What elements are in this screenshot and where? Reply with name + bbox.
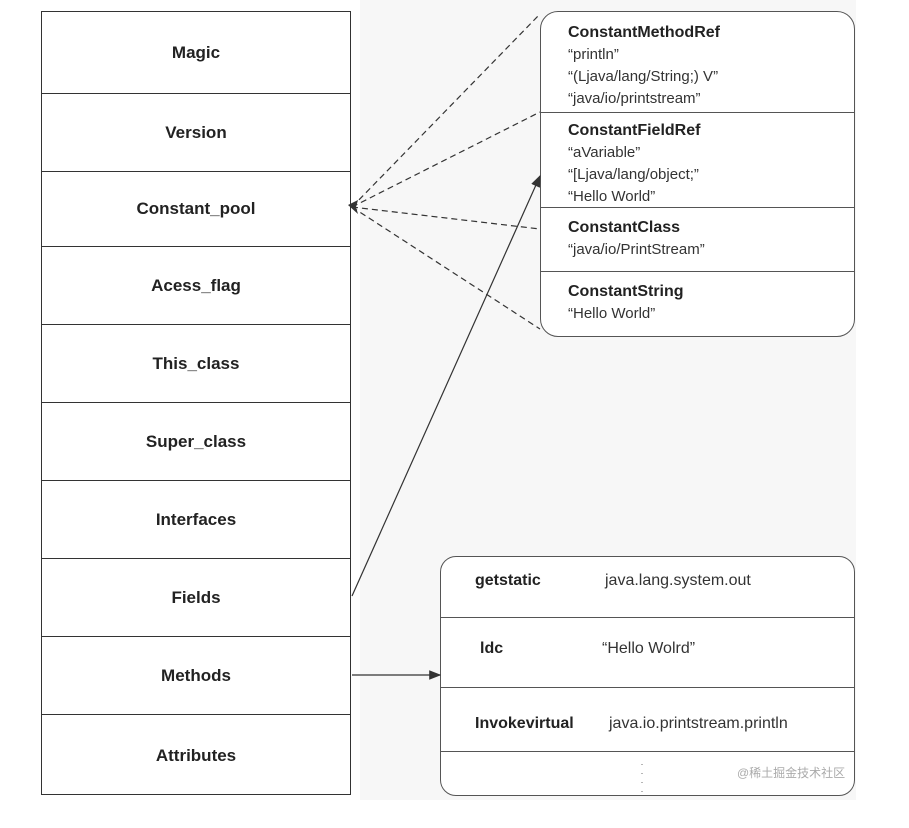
cp-entry-title: ConstantFieldRef — [568, 122, 701, 139]
bytecode-row-invokevirtual: Invokevirtual java.io.printstream.printl… — [441, 688, 854, 752]
cp-entry-value: “println” — [568, 46, 619, 63]
bytecode-op: ldc — [480, 640, 504, 657]
cp-entry-value: “aVariable” — [568, 144, 641, 161]
bytecode-op: getstatic — [475, 572, 541, 589]
bytecode-arg: “Hello Wolrd” — [602, 640, 696, 657]
cp-entry-value: “Hello World” — [568, 305, 656, 322]
ellipsis-marker: . . . . — [640, 757, 644, 794]
struct-row-super-class: Super_class — [42, 403, 350, 481]
cp-entry-title: ConstantClass — [568, 219, 681, 236]
struct-row-magic: Magic — [42, 12, 350, 94]
class-file-structure: Magic Version Constant_pool Acess_flag T… — [41, 11, 351, 795]
struct-row-methods: Methods — [42, 637, 350, 715]
cp-entry-title: ConstantString — [568, 283, 684, 300]
struct-row-version: Version — [42, 94, 350, 172]
bytecode-row-more: . . . . — [441, 752, 854, 795]
cp-entry-value: “java/io/PrintStream” — [568, 241, 705, 258]
cp-entry-value: “java/io/printstream” — [568, 90, 701, 107]
method-bytecode-box: getstatic java.lang.system.out ldc “Hell… — [440, 556, 855, 796]
constant-pool-box: ConstantMethodRef “println” “(Ljava/lang… — [540, 11, 855, 337]
bytecode-arg: java.io.printstream.println — [609, 715, 788, 732]
bytecode-arg: java.lang.system.out — [605, 572, 751, 589]
cp-entry-value: “[Ljava/lang/object;” — [568, 166, 699, 183]
bytecode-row-getstatic: getstatic java.lang.system.out — [441, 557, 854, 618]
struct-row-attributes: Attributes — [155, 745, 237, 765]
struct-row-interfaces: Interfaces — [42, 481, 350, 559]
cp-entry-title: ConstantMethodRef — [568, 24, 720, 41]
struct-row-this-class: This_class — [42, 325, 350, 403]
bytecode-row-ldc: ldc “Hello Wolrd” — [441, 618, 854, 688]
struct-row-constant-pool: Constant_pool — [42, 172, 350, 247]
struct-row-access-flag: Acess_flag — [42, 247, 350, 325]
bytecode-op: Invokevirtual — [475, 715, 574, 732]
cp-entry-value: “Hello World” — [568, 188, 656, 205]
cp-entry-string: ConstantString “Hello World” — [541, 272, 854, 336]
struct-row-fields: Fields — [42, 559, 350, 637]
cp-entry-method-ref: ConstantMethodRef “println” “(Ljava/lang… — [541, 12, 854, 113]
cp-entry-field-ref: ConstantFieldRef “aVariable” “[Ljava/lan… — [541, 113, 854, 208]
cp-entry-value: “(Ljava/lang/String;) V” — [568, 68, 719, 85]
cp-entry-class: ConstantClass “java/io/PrintStream” — [541, 208, 854, 272]
watermark: @稀土掘金技术社区 — [737, 766, 846, 780]
